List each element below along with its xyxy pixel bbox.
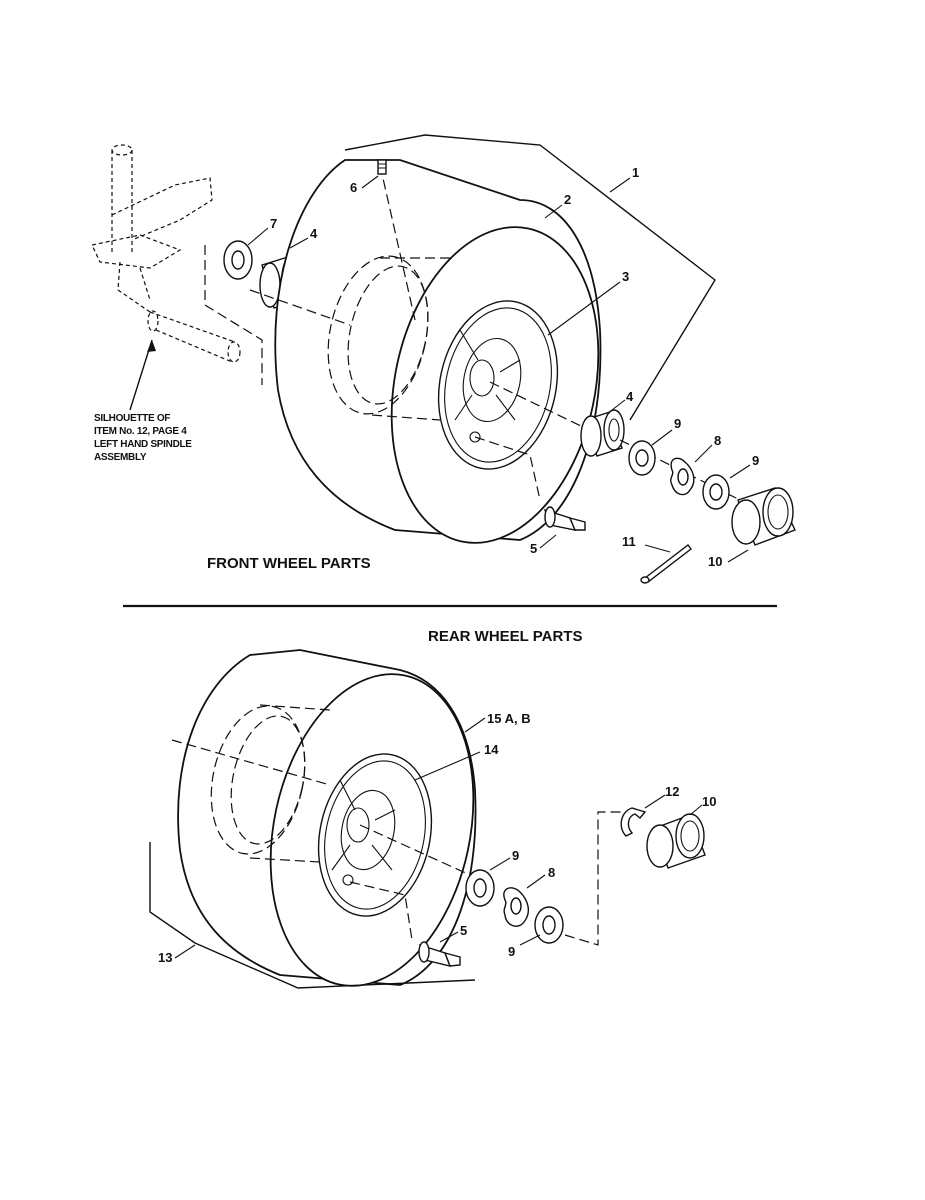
- hub-cap-10-rear: [646, 813, 706, 869]
- callout-2: 2: [564, 192, 571, 207]
- callout-4-right: 4: [626, 389, 634, 404]
- grease-fitting-6: [377, 159, 387, 175]
- silhouette-note-line1: SILHOUETTE OF: [94, 413, 170, 424]
- callout-3: 3: [622, 269, 629, 284]
- callout-9-front-a: 9: [674, 416, 681, 431]
- silhouette-note-line3: LEFT HAND SPINDLE: [94, 439, 192, 450]
- callout-8-rear: 8: [548, 865, 555, 880]
- rear-rim-hidden: [210, 704, 331, 863]
- front-rim-3: [437, 300, 559, 470]
- rear-rim-14: [317, 753, 433, 917]
- spindle-silhouette: [91, 144, 241, 363]
- callout-5-front: 5: [530, 541, 537, 556]
- front-rim-hidden: [327, 255, 450, 421]
- silhouette-note-line4: ASSEMBLY: [94, 452, 147, 463]
- callout-13: 13: [158, 950, 172, 965]
- callout-9-front-b: 9: [752, 453, 759, 468]
- front-wheel-assembly: SILHOUETTE OF ITEM No. 12, PAGE 4 LEFT H…: [91, 134, 796, 584]
- front-wheel-heading: FRONT WHEEL PARTS: [207, 555, 371, 572]
- callout-1: 1: [632, 165, 639, 180]
- callout-12: 12: [665, 784, 679, 799]
- rear-wheel-assembly: REAR WHEEL PARTS: [149, 628, 716, 989]
- e-ring-12: [620, 807, 647, 837]
- bushing-4-right: [580, 409, 625, 457]
- callout-4-left: 4: [310, 226, 318, 241]
- callout-10-front: 10: [708, 554, 722, 569]
- callout-9-rear-b: 9: [508, 944, 515, 959]
- callout-8-front: 8: [714, 433, 721, 448]
- callout-9-rear-a: 9: [512, 848, 519, 863]
- callout-6: 6: [350, 180, 357, 195]
- callout-15ab: 15 A, B: [487, 711, 531, 726]
- hub-cap-10-front: [731, 487, 796, 546]
- valve-stem-5-rear: [418, 941, 461, 967]
- callout-14: 14: [484, 742, 499, 757]
- callout-5-rear: 5: [460, 923, 467, 938]
- rear-wheel-heading: REAR WHEEL PARTS: [428, 628, 582, 645]
- silhouette-note-line2: ITEM No. 12, PAGE 4: [94, 426, 187, 437]
- callout-7: 7: [270, 216, 277, 231]
- cotter-pin-11: [640, 544, 692, 584]
- callout-11: 11: [622, 534, 636, 549]
- valve-stem-5-front: [543, 506, 586, 531]
- callout-10-rear: 10: [702, 794, 716, 809]
